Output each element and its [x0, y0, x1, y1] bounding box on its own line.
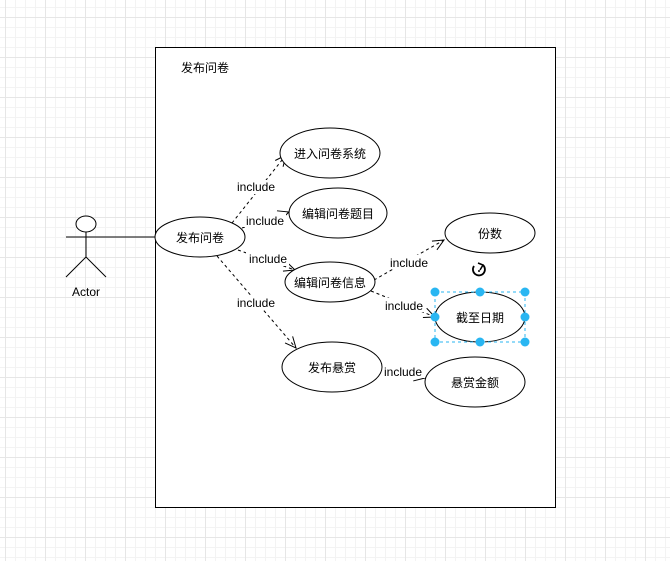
include-label: include [246, 214, 284, 228]
boundary-title: 发布问卷 [181, 60, 229, 75]
use-case-edit-questions[interactable]: 编辑问卷题目 [288, 187, 388, 239]
actor[interactable] [65, 215, 107, 278]
use-case-edit-info[interactable]: 编辑问卷信息 [284, 261, 376, 303]
include-label: include [384, 365, 422, 379]
use-case-label: 编辑问卷信息 [294, 275, 366, 290]
include-label: include [237, 180, 275, 194]
rotate-icon[interactable] [472, 262, 486, 277]
include-label: include [385, 299, 423, 313]
resize-handle-nw[interactable] [430, 287, 440, 297]
resize-handle-s[interactable] [475, 337, 485, 347]
include-label: include [249, 252, 287, 266]
use-case-label: 悬赏金额 [451, 375, 499, 390]
resize-handle-sw[interactable] [430, 337, 440, 347]
resize-handle-e[interactable] [520, 312, 530, 322]
edge-editinfo-copies[interactable] [373, 239, 446, 281]
use-case-publish[interactable]: 发布问卷 [154, 216, 246, 258]
selection-overlay[interactable] [430, 262, 530, 347]
use-case-label: 发布问卷 [176, 230, 224, 245]
resize-handle-w[interactable] [430, 312, 440, 322]
actor-label: Actor [72, 285, 100, 299]
use-case-enter-system[interactable]: 进入问卷系统 [279, 127, 381, 179]
actor-leg-left [65, 256, 87, 278]
resize-handle-ne[interactable] [520, 287, 530, 297]
use-case-reward[interactable]: 发布悬赏 [281, 341, 383, 393]
use-case-label: 份数 [478, 226, 502, 241]
include-label: include [390, 256, 428, 270]
use-case-label: 发布悬赏 [308, 360, 356, 375]
resize-handle-se[interactable] [520, 337, 530, 347]
use-case-label: 进入问卷系统 [294, 146, 366, 161]
include-label: include [237, 296, 275, 310]
use-case-reward-amount[interactable]: 悬赏金额 [424, 356, 526, 408]
use-case-label: 编辑问卷题目 [302, 206, 374, 221]
use-case-copies[interactable]: 份数 [444, 212, 536, 254]
resize-handle-n[interactable] [475, 287, 485, 297]
use-case-label: 截至日期 [456, 311, 504, 325]
actor-leg-right [85, 256, 107, 278]
actor-head [75, 215, 97, 233]
use-case-deadline[interactable]: 截至日期 [434, 291, 526, 343]
